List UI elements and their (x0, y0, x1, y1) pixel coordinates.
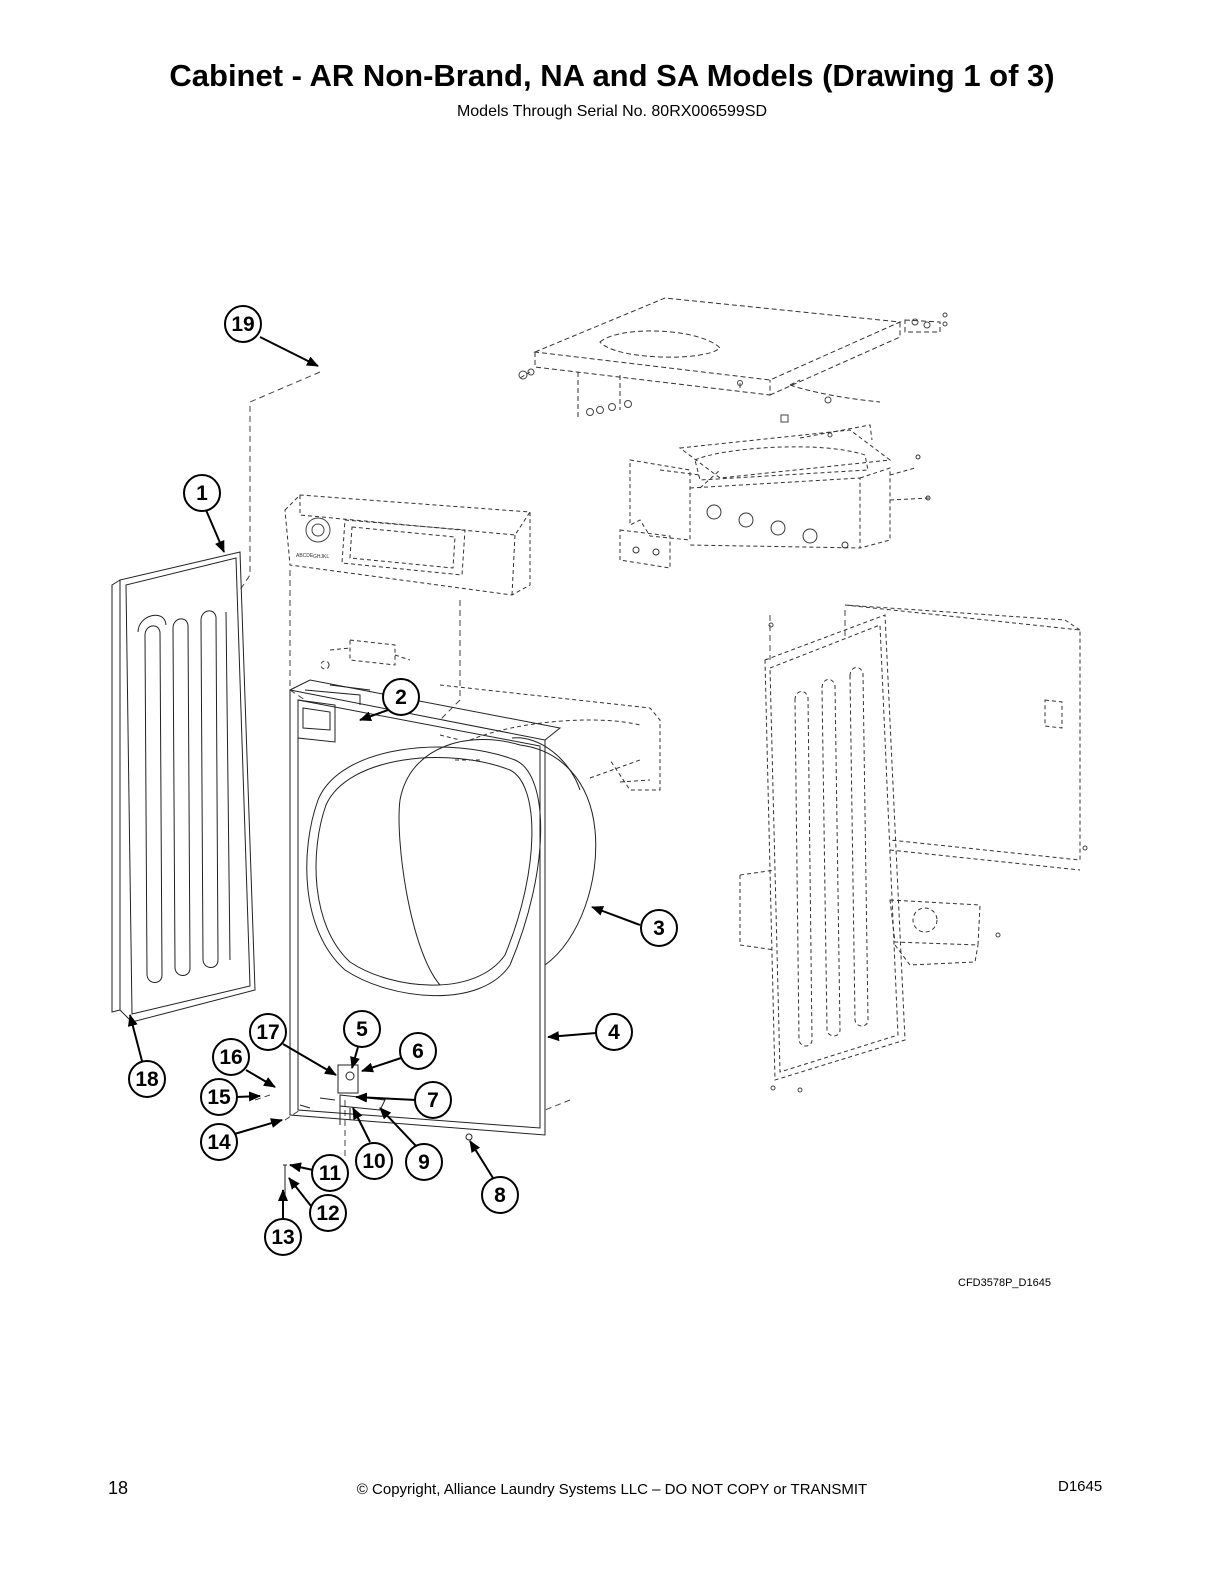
copyright-notice: © Copyright, Alliance Laundry Systems LL… (356, 1481, 868, 1498)
svg-text:3: 3 (653, 917, 665, 940)
callout-4: 4 (595, 1013, 633, 1051)
callout-11: 11 (311, 1154, 349, 1192)
page-subtitle: Models Through Serial No. 80RX006599SD (456, 103, 768, 120)
svg-text:13: 13 (271, 1226, 294, 1249)
callout-13: 13 (264, 1218, 302, 1256)
dial-label-right: GHJKL (313, 554, 329, 560)
callout-19: 19 (224, 305, 262, 343)
svg-text:11: 11 (319, 1162, 342, 1185)
callout-17: 17 (249, 1013, 287, 1051)
callout-9: 9 (405, 1143, 443, 1181)
callout-1: 1 (183, 474, 221, 512)
callout-14: 14 (200, 1123, 238, 1161)
svg-text:10: 10 (362, 1150, 385, 1173)
top-cover-hardware (518, 312, 948, 438)
drawing-code: CFD3578P_D1645 (958, 1277, 1051, 1289)
svg-text:17: 17 (256, 1021, 279, 1044)
svg-text:9: 9 (418, 1151, 430, 1174)
svg-text:16: 16 (219, 1046, 242, 1069)
callout-15: 15 (200, 1078, 238, 1116)
callout-10: 10 (355, 1142, 393, 1180)
callout-5: 5 (343, 1010, 381, 1048)
door-opening-ring (306, 737, 597, 997)
control-panel-assembly (284, 494, 531, 596)
page-number: 18 (108, 1478, 129, 1498)
heater-bracket-assembly (619, 424, 931, 569)
svg-text:18: 18 (135, 1068, 159, 1091)
callout-6: 6 (399, 1032, 437, 1070)
svg-text:2: 2 (395, 686, 407, 709)
callout-3: 3 (640, 909, 678, 947)
left-side-panel (111, 551, 256, 1023)
callout-leaders (127, 336, 641, 1220)
right-side-panel (739, 604, 1081, 1081)
svg-text:14: 14 (207, 1131, 231, 1154)
bracket-holes (632, 454, 931, 556)
front-panel (289, 679, 562, 1136)
svg-text:8: 8 (494, 1184, 506, 1207)
callout-7: 7 (414, 1081, 452, 1119)
hinge-bracket (320, 639, 411, 670)
callout-2: 2 (382, 678, 420, 716)
callout-8: 8 (481, 1176, 519, 1214)
timer-dial (305, 517, 331, 543)
top-cover (519, 297, 941, 420)
assembly-guide-lines (239, 371, 846, 1160)
callout-16: 16 (212, 1038, 250, 1076)
callout-12: 12 (309, 1194, 347, 1232)
right-panel-hardware (768, 622, 1088, 1093)
callout-18: 18 (128, 1060, 166, 1098)
page-title: Cabinet - AR Non-Brand, NA and SA Models… (169, 58, 1055, 93)
document-id: D1645 (1058, 1478, 1103, 1495)
svg-text:4: 4 (608, 1021, 620, 1044)
svg-text:7: 7 (427, 1089, 439, 1112)
svg-text:5: 5 (356, 1018, 368, 1041)
callout-bubbles: 19 1 2 3 4 5 6 7 8 9 10 11 12 13 14 15 1… (128, 305, 678, 1256)
dial-label-left: ABCDE (296, 553, 314, 559)
svg-text:6: 6 (412, 1040, 424, 1063)
front-bulkhead (439, 684, 661, 791)
svg-text:15: 15 (207, 1086, 231, 1109)
svg-text:1: 1 (196, 482, 208, 505)
svg-text:19: 19 (231, 313, 254, 336)
svg-text:12: 12 (316, 1202, 339, 1225)
